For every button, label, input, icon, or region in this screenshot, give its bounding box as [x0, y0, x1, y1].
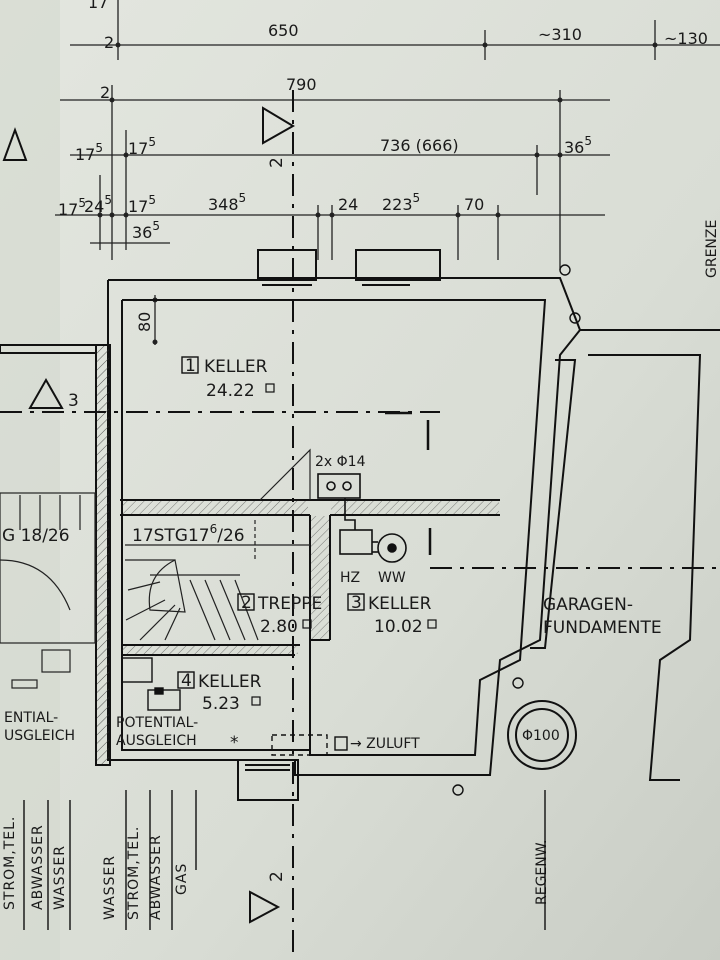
wall-hatch-k4 [122, 646, 298, 654]
regenw-label: REGENW. [534, 840, 550, 905]
dim-175-c: 175 [58, 196, 86, 219]
room-keller-1: 1 KELLER 24.22 [181, 356, 275, 401]
dim-2235: 2235 [382, 191, 420, 214]
axis-marks [385, 411, 432, 555]
svg-text:KELLER: KELLER [368, 594, 432, 614]
dim-2a: 2 [104, 33, 114, 52]
room-keller-4: 4 KELLER 5.23 [177, 671, 262, 714]
section-marker-bottom: 2 [249, 871, 287, 924]
dim-790: 790 [286, 75, 317, 94]
svg-text:KELLER: KELLER [204, 357, 268, 377]
ww-label: WW [378, 570, 406, 586]
dim-70: 70 [464, 195, 484, 214]
svg-text:ABWASSER: ABWASSER [30, 824, 46, 910]
neighbor-stair [0, 492, 96, 689]
stair-main-label: 17STG176/26 [132, 522, 245, 546]
svg-text:TREPPE: TREPPE [257, 594, 322, 614]
svg-text:GAS: GAS [174, 863, 190, 895]
potential-label-1: POTENTIAL- [116, 715, 198, 731]
hz-label: HZ [340, 570, 360, 586]
svg-text:1: 1 [185, 356, 196, 376]
dim-2b: 2 [100, 83, 110, 102]
svg-text:5.23: 5.23 [202, 694, 240, 714]
svg-text:3: 3 [68, 391, 79, 411]
potential-label-2: AUSGLEICH [116, 733, 197, 749]
svg-text:2: 2 [267, 871, 287, 882]
pipe-fixture [317, 473, 407, 563]
room-keller-3: 3 KELLER 10.02 [347, 593, 437, 637]
potential-left-2: USGLEICH [4, 728, 75, 744]
dim-365-right: 365 [564, 134, 592, 157]
section-marker-top: 2 [262, 106, 295, 168]
dim-80: 80 [135, 312, 154, 332]
dim-130: ~130 [664, 29, 708, 48]
svg-text:ABWASSER: ABWASSER [148, 834, 164, 920]
dim-17-top: 17 [88, 0, 108, 12]
dim-736: 736 (666) [380, 136, 459, 155]
utilities-right: WASSER STROM,TEL. ABWASSER GAS [102, 790, 546, 930]
dim-245: 245 [84, 193, 112, 216]
svg-text:24.22: 24.22 [206, 381, 255, 401]
potential-star: * [230, 733, 239, 753]
dim-175-b: 175 [128, 135, 156, 158]
svg-text:WASSER: WASSER [102, 855, 118, 920]
dim-3485: 3485 [208, 191, 246, 214]
phi100-label: Φ100 [522, 728, 560, 744]
zuluft-label: → ZULUFT [350, 736, 420, 752]
dim-310: ~310 [538, 25, 582, 44]
svg-text:2: 2 [241, 593, 252, 613]
garage-label-2: FUNDAMENTE [543, 618, 662, 638]
dim-175-d: 175 [128, 193, 156, 216]
dim-365-left: 365 [132, 219, 160, 242]
svg-text:4: 4 [181, 671, 192, 691]
walls [0, 249, 720, 801]
wall-hatch-left [97, 346, 109, 764]
wall-hatch-vert [311, 516, 329, 639]
svg-text:WASSER: WASSER [52, 845, 68, 910]
section-axes [0, 90, 720, 960]
zuluft-duct [271, 734, 348, 756]
room-treppe-2: 2 TREPPE 2.80 [237, 593, 322, 637]
svg-text:2: 2 [267, 157, 287, 168]
dimension-dots [97, 42, 658, 345]
rain-shaft [507, 700, 577, 770]
potential-left-1: ENTIAL- [4, 710, 58, 726]
pipes-label: 2x Φ14 [315, 454, 366, 470]
dim-175-a: 175 [75, 141, 103, 164]
stair-neighbor-label: G 18/26 [2, 526, 70, 546]
svg-text:3: 3 [351, 593, 362, 613]
svg-text:STROM,TEL.: STROM,TEL. [2, 816, 18, 910]
section-marker-left: 3 [28, 377, 79, 411]
small-circles [452, 264, 581, 796]
utilities-left: STROM,TEL. ABWASSER WASSER [2, 800, 71, 930]
svg-text:2.80: 2.80 [260, 617, 298, 637]
section-marker-left-top [2, 127, 28, 161]
svg-text:STROM,TEL.: STROM,TEL. [126, 826, 142, 920]
garage-label-1: GARAGEN- [543, 595, 633, 615]
svg-text:KELLER: KELLER [198, 672, 262, 692]
wall-hatch-mid [122, 501, 308, 514]
svg-text:10.02: 10.02 [374, 617, 423, 637]
wall-hatch-mid2 [331, 501, 499, 514]
dim-24: 24 [338, 195, 358, 214]
grenze-label: GRENZE [704, 220, 720, 278]
keller4-fixtures [121, 657, 181, 711]
dim-650: 650 [268, 21, 299, 40]
